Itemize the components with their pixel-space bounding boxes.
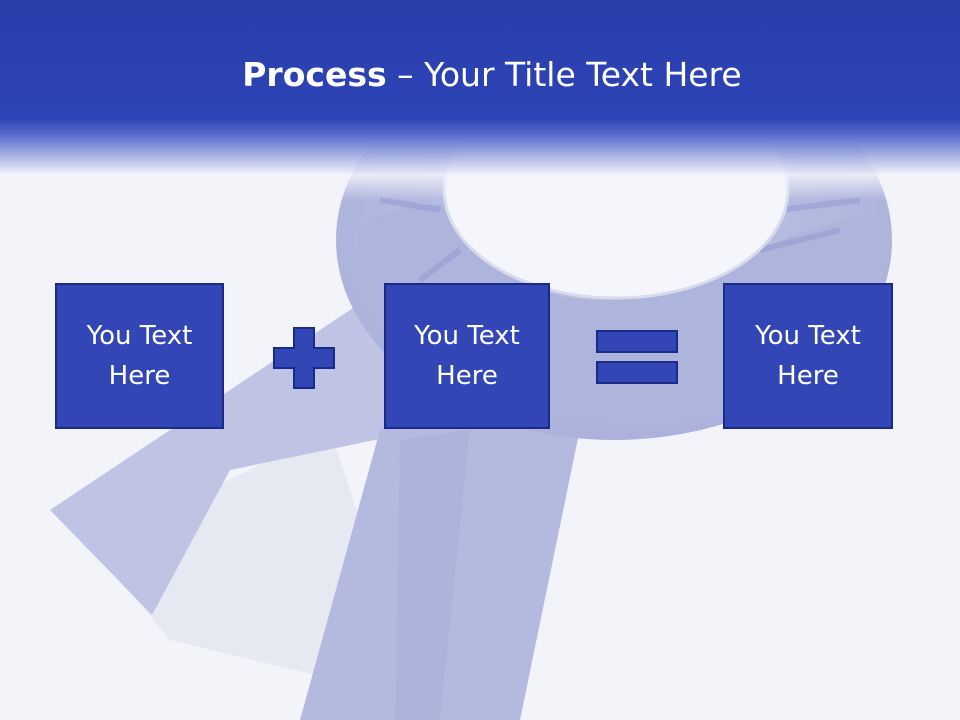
text-box-1[interactable]: You Text Here	[55, 283, 224, 429]
text-box-2-label: You Text Here	[414, 321, 520, 391]
title-bar	[0, 0, 960, 200]
title-bold: Process	[242, 55, 387, 94]
text-box-1-label: You Text Here	[86, 321, 193, 391]
equals-icon	[596, 330, 678, 384]
text-box-2[interactable]: You Text Here	[384, 283, 550, 429]
plus-icon	[273, 327, 335, 389]
text-box-3-label: You Text Here	[755, 321, 861, 391]
slide-title: Process – Your Title Text Here	[0, 52, 960, 98]
text-box-3[interactable]: You Text Here	[723, 283, 893, 429]
title-text: – Your Title Text Here	[386, 55, 742, 94]
